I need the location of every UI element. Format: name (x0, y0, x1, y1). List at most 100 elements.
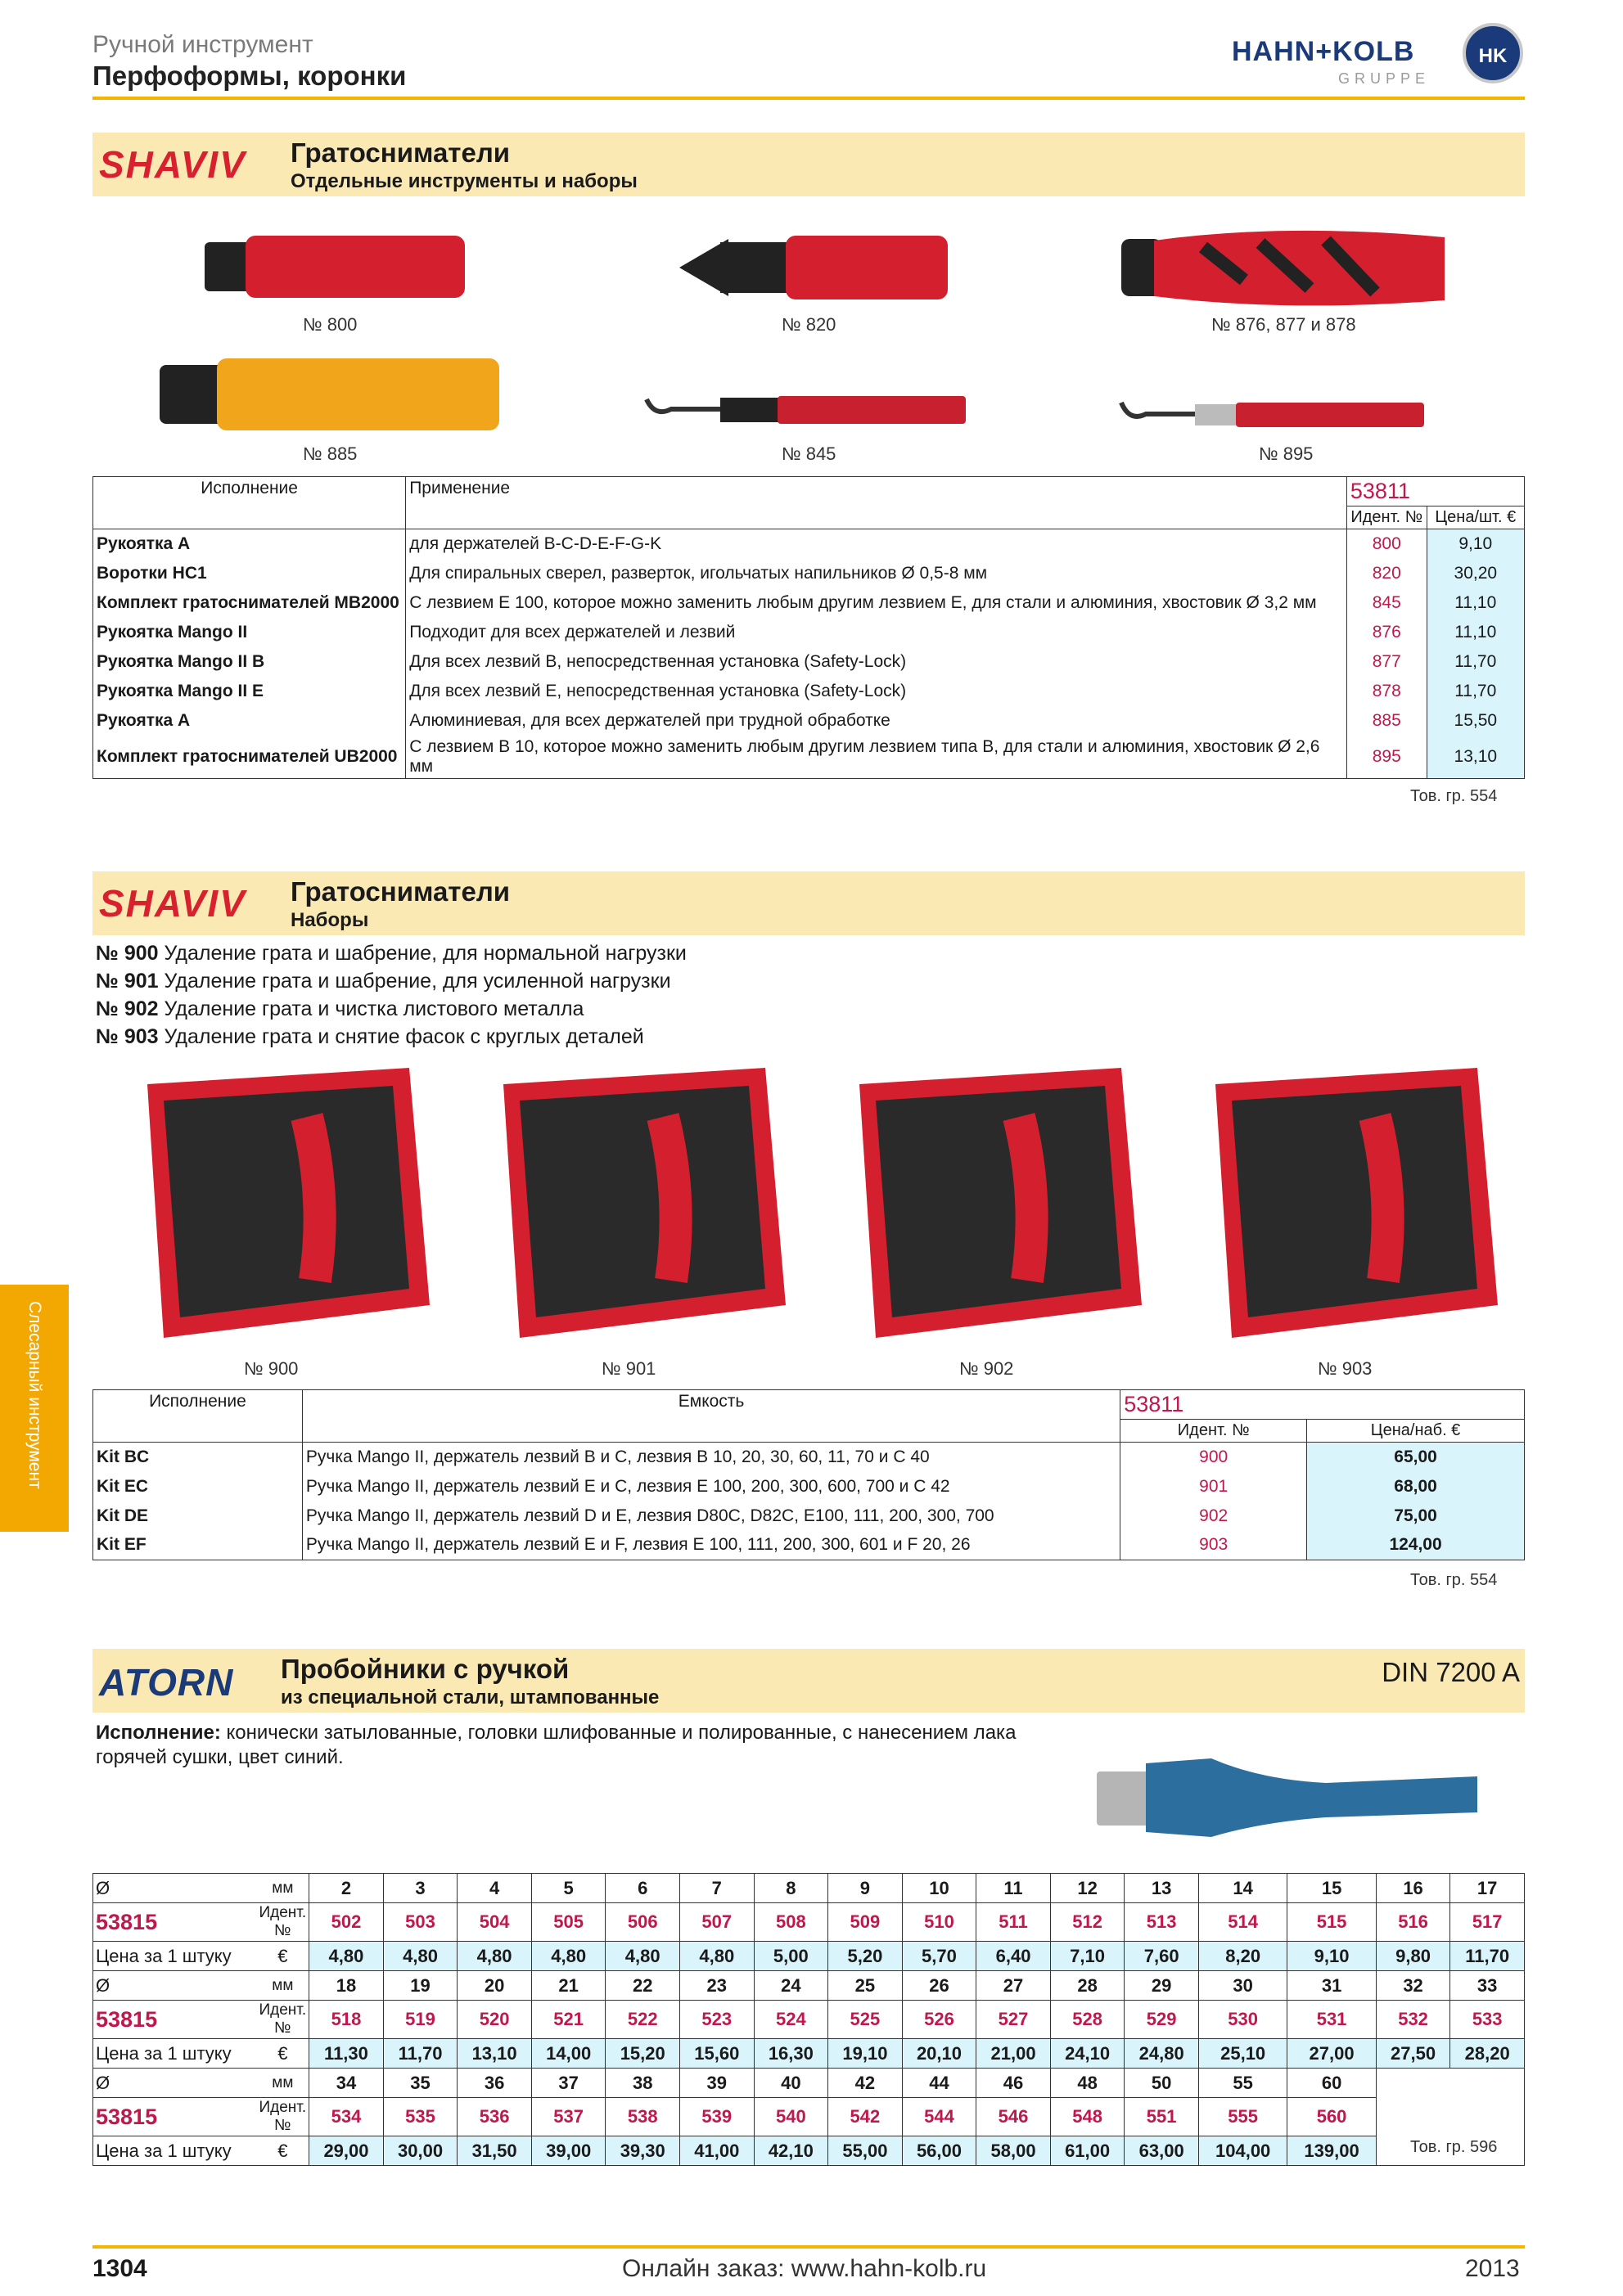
ident-cell: 551 (1124, 2097, 1199, 2136)
hahn-kolb-logo: HAHN+KOLB GRUPPE HK (1232, 23, 1526, 92)
diameter-cell: 60 (1287, 2068, 1377, 2098)
section3-description: Исполнение: конически затылованные, голо… (96, 1721, 1078, 1770)
col-use-header: Применение (405, 476, 1347, 529)
price-cell: 20,10 (901, 2038, 977, 2069)
col-variant-header: Исполнение (92, 1389, 303, 1443)
ident-cell: 529 (1124, 2000, 1199, 2039)
price-cell: 41,00 (679, 2136, 755, 2166)
ident-cell: 531 (1287, 2000, 1377, 2039)
diameter-cell: 2 (309, 1873, 384, 1903)
ident-cell: 515 (1287, 1902, 1377, 1942)
ident-cell: 519 (382, 2000, 458, 2039)
use-cell: Подходит для всех держателей и лезвий (405, 617, 1347, 647)
ident-cell: 513 (1124, 1902, 1199, 1942)
price-cell: 68,00 (1306, 1471, 1525, 1501)
ident-cell: 535 (382, 2097, 458, 2136)
diameter-cell: 16 (1375, 1873, 1451, 1903)
ident-cell: 845 (1346, 588, 1427, 618)
diameter-cell: 33 (1449, 1970, 1525, 2001)
logo-text: HAHN+KOLB (1232, 36, 1415, 67)
price-cell: 11,30 (309, 2038, 384, 2069)
variant-cell: Воротки HC1 (92, 558, 407, 588)
ident-cell: 560 (1287, 2097, 1377, 2136)
diameter-cell: 32 (1375, 1970, 1451, 2001)
shaviv-logo: SHAVIV (99, 143, 246, 186)
ident-cell: 902 (1120, 1501, 1308, 1531)
diameter-cell: 5 (530, 1873, 606, 1903)
ident-cell: 503 (382, 1902, 458, 1942)
price-cell: 21,00 (976, 2038, 1051, 2069)
punch-tool-image (1097, 1758, 1477, 1837)
logo-gruppe: GRUPPE (1338, 70, 1431, 87)
diameter-cell: 31 (1287, 1970, 1377, 2001)
variant-cell: Kit DE (92, 1501, 303, 1531)
ident-cell: 530 (1197, 2000, 1288, 2039)
price-cell: 15,60 (679, 2038, 755, 2069)
price-cell: 39,00 (530, 2136, 606, 2166)
price-cell: 104,00 (1197, 2136, 1288, 2166)
header-divider (92, 97, 1525, 100)
desc-text: конически затылованные, головки шлифован… (96, 1722, 1017, 1768)
bullet-text: Удаление грата и шабрение, для нормально… (158, 942, 687, 965)
price-cell: 5,00 (753, 1941, 829, 1971)
variant-cell: Рукоятка Mango II E (92, 676, 407, 706)
ident-cell: 540 (753, 2097, 829, 2136)
variant-cell: Kit BC (92, 1442, 303, 1472)
ident-cell: 505 (530, 1902, 606, 1942)
mm-label: мм (256, 1970, 310, 2001)
section2-table: Исполнение Емкость 53811 Идент. № Цена/н… (92, 1389, 1525, 1560)
caption-903: № 903 (1318, 1358, 1373, 1379)
diameter-cell: 19 (382, 1970, 458, 2001)
price-cell: 11,70 (382, 2038, 458, 2069)
ident-label: Идент. № (256, 1902, 310, 1942)
logo-emblem-icon: HK (1463, 23, 1523, 83)
use-cell: Алюминиевая, для всех держателей при тру… (405, 705, 1347, 736)
price-cell: 4,80 (382, 1941, 458, 1971)
ident-cell: 522 (605, 2000, 680, 2039)
use-cell: Для всех лезвий B, непосредственная уста… (405, 646, 1347, 677)
ident-cell: 508 (753, 1902, 829, 1942)
diameter-cell: 39 (679, 2068, 755, 2098)
handle-885-image (160, 358, 499, 430)
price-cell: 65,00 (1306, 1442, 1525, 1472)
diameter-cell: 27 (976, 1970, 1051, 2001)
diameter-cell: 14 (1197, 1873, 1288, 1903)
ident-cell: 555 (1197, 2097, 1288, 2136)
bullet-item: № 902 Удаление грата и чистка листового … (96, 995, 687, 1023)
price-cell: 58,00 (976, 2136, 1051, 2166)
ident-cell: 521 (530, 2000, 606, 2039)
use-cell: Для всех лезвий E, непосредственная уста… (405, 676, 1347, 706)
diameter-cell: 26 (901, 1970, 977, 2001)
order-link[interactable]: Онлайн заказ: www.hahn-kolb.ru (622, 2255, 987, 2282)
ident-cell: 525 (827, 2000, 903, 2039)
ident-cell: 520 (457, 2000, 532, 2039)
diameter-cell: 24 (753, 1970, 829, 2001)
ident-cell: 533 (1449, 2000, 1525, 2039)
price-cell: 5,20 (827, 1941, 903, 1971)
price-cell: 14,00 (530, 2038, 606, 2069)
ident-cell: 820 (1346, 558, 1427, 588)
price-cell: 6,40 (976, 1941, 1051, 1971)
tov-group-3: Тов. гр. 596 (1410, 2138, 1498, 2156)
col-content-header: Емкость (301, 1389, 1121, 1443)
content-cell: Ручка Mango II, держатель лезвий E и F, … (301, 1530, 1121, 1560)
ident-label: Идент. № (256, 2097, 310, 2136)
diameter-cell: 36 (457, 2068, 532, 2098)
price-cell: 5,70 (901, 1941, 977, 1971)
diameter-cell: 29 (1124, 1970, 1199, 2001)
caption-800: № 800 (303, 314, 358, 335)
price-cell: 11,70 (1426, 676, 1526, 706)
diameter-cell: 23 (679, 1970, 755, 2001)
group-number: 53811 (1346, 476, 1526, 506)
ident-cell: 800 (1346, 529, 1427, 559)
mm-label: мм (256, 2068, 310, 2098)
section2-bullets: № 900 Удаление грата и шабрение, для нор… (96, 939, 687, 1051)
ident-cell: 895 (1346, 735, 1427, 779)
